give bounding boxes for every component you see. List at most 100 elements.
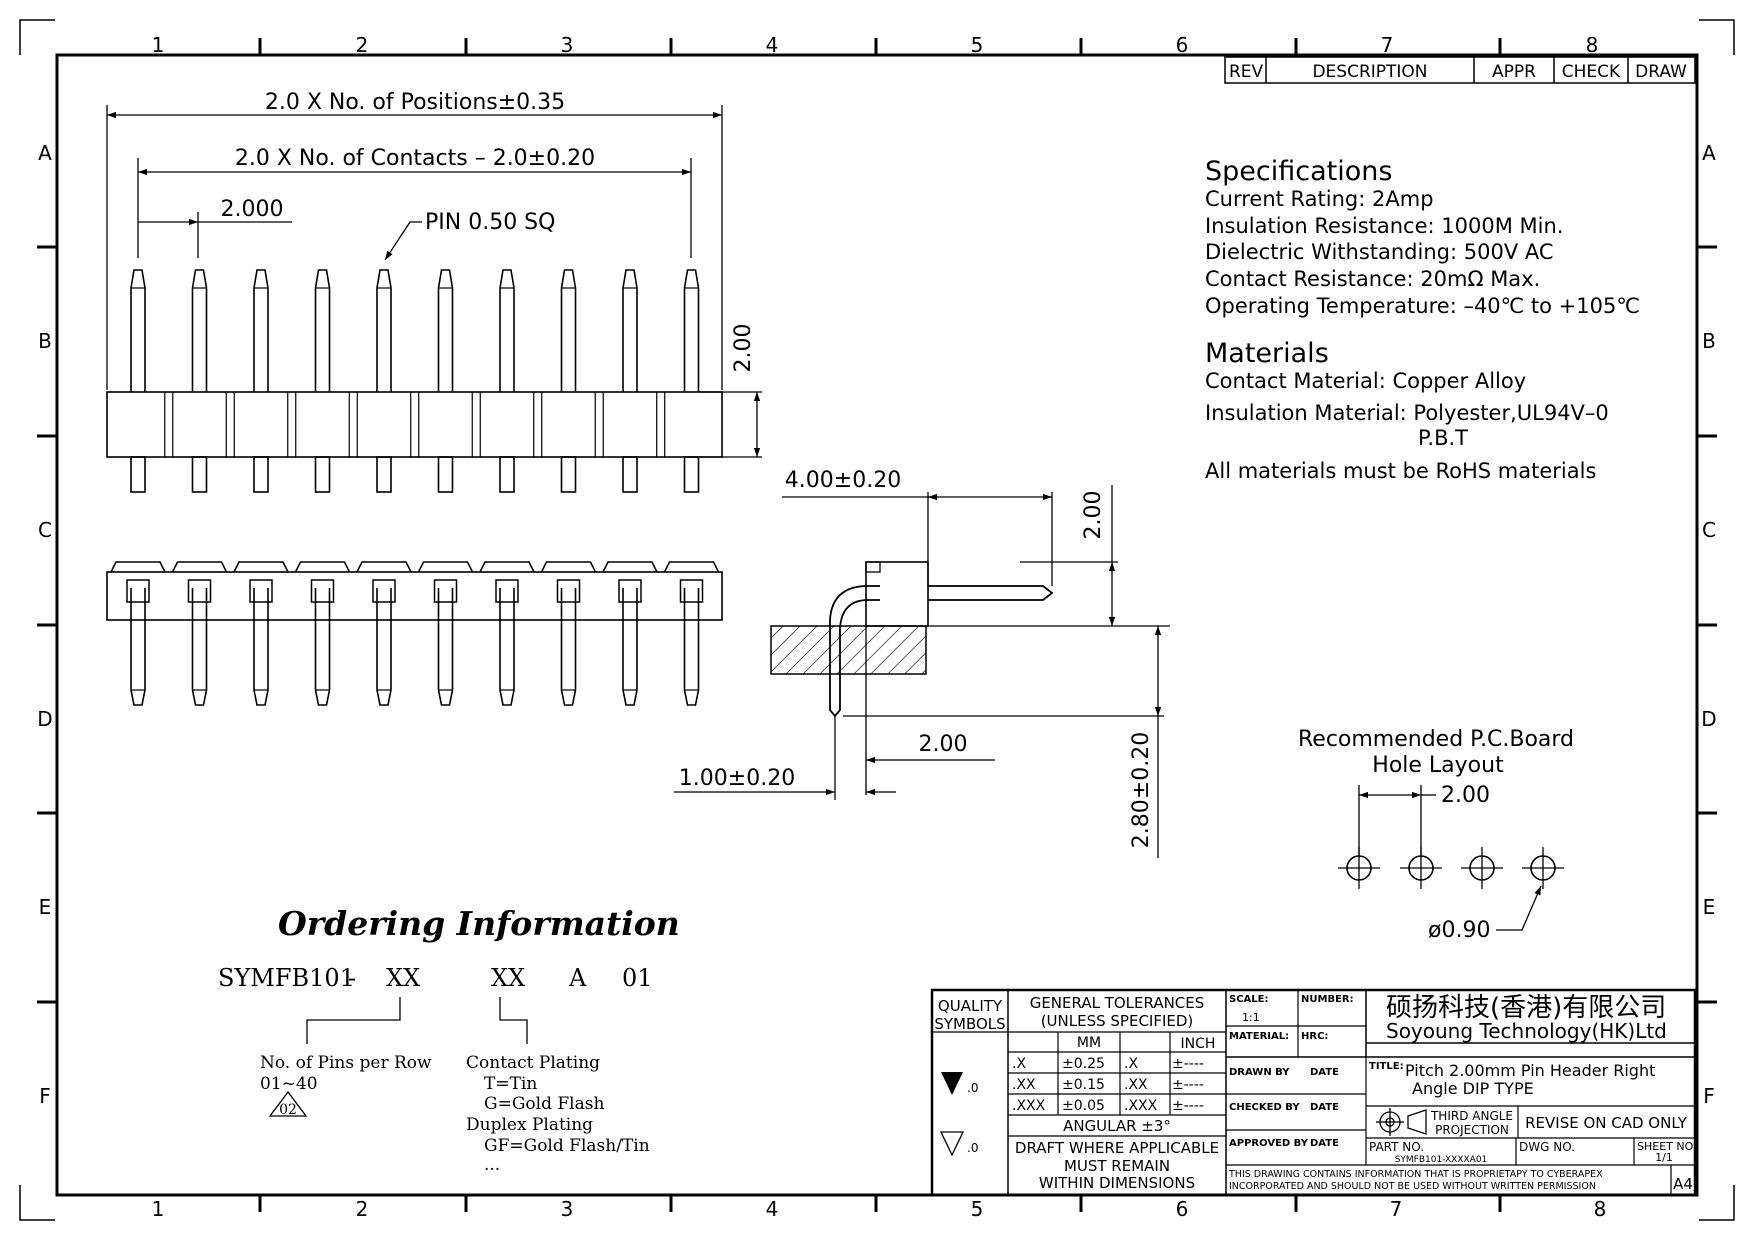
pcb-hole-crosshair [1522, 847, 1564, 889]
zone-col-4: 4 [766, 1197, 779, 1221]
zone-row-b: B [38, 329, 52, 353]
side-height-dimension: 2.00 [1081, 491, 1106, 540]
front-pin-tail [622, 456, 638, 493]
order-code-type: A [568, 964, 587, 992]
pin-cavity [618, 579, 642, 603]
zone-col-3: 3 [561, 33, 574, 57]
tol-row-3-decimal: .XXX [1012, 1098, 1046, 1114]
spec-dielectric: Dielectric Withstanding: 500V AC [1205, 240, 1554, 264]
inch-header: INCH [1181, 1036, 1216, 1052]
housing-cell-top [540, 561, 597, 573]
front-pin-tail [130, 456, 146, 493]
housing-cell-top [602, 561, 658, 573]
tol-row-3-decimal-inch: .XXX [1124, 1098, 1158, 1114]
quality-label-1: QUALITY [938, 997, 1003, 1015]
rohs-note: All materials must be RoHS materials [1205, 459, 1596, 483]
front-pin-upper [437, 269, 454, 392]
specifications: Specifications Current Rating: 2Amp Insu… [1205, 156, 1640, 483]
angular-tolerance: ANGULAR ±3° [1063, 1117, 1171, 1135]
front-pin-tail [499, 456, 515, 493]
front-pin-upper [314, 269, 331, 392]
ordering-heading: Ordering Information [278, 904, 680, 943]
spec-current-rating: Current Rating: 2Amp [1205, 187, 1434, 211]
bottom-pins [110, 561, 720, 706]
scale-value: 1:1 [1242, 1011, 1260, 1024]
front-pin-tail [314, 456, 331, 493]
housing-divider [348, 392, 358, 457]
sheet-no-value: 1/1 [1655, 1151, 1673, 1164]
pcb-hole-crosshair [1461, 847, 1503, 889]
tol-row-2-mm: ±0.15 [1062, 1077, 1105, 1093]
tol-row-1-decimal-inch: .X [1124, 1056, 1138, 1072]
positions-dimension: 2.0 X No. of Positions±0.35 [265, 90, 565, 115]
bottom-pin [191, 588, 208, 706]
tol-row-2-decimal: .XX [1012, 1077, 1036, 1093]
housing-divider [594, 392, 604, 457]
zone-col-7: 7 [1381, 33, 1394, 57]
zone-col-7: 7 [1390, 1197, 1403, 1221]
insulation-material-alt: P.B.T [1418, 426, 1468, 450]
housing-front [106, 391, 723, 458]
projection-label-2: PROJECTION [1435, 1123, 1509, 1137]
revision-block: REV DESCRIPTION APPR CHECK DRAW [1224, 56, 1696, 84]
zone-col-1: 1 [152, 1197, 165, 1221]
pcb-hole-crosshair [1338, 847, 1380, 889]
pin-cavity [679, 579, 704, 603]
ordering-information: Ordering Information SYMFB101 - XX XX A … [218, 904, 680, 1175]
body-height-dimension: 2.00 [731, 324, 756, 373]
order-code-base: SYMFB101 [218, 964, 355, 992]
plating-line-5: GF=Gold Flash/Tin [484, 1136, 650, 1156]
front-pin-upper [191, 269, 208, 392]
pcb-layout-subtitle: Hole Layout [1372, 753, 1504, 778]
order-code-suffix: 01 [622, 964, 653, 992]
pins-example: 02 [279, 1102, 297, 1118]
housing-cell-top [171, 561, 228, 573]
paper-size: A4 [1673, 1175, 1693, 1193]
proprietary-notice-1: THIS DRAWING CONTAINS INFORMATION THAT I… [1228, 1169, 1603, 1180]
draft-note-3: WITHIN DIMENSIONS [1039, 1174, 1195, 1192]
front-pin-upper [376, 269, 392, 392]
tol-row-3-mm: ±0.05 [1062, 1098, 1105, 1114]
zone-row-labels: A B C D E F A B C D E F [37, 141, 1716, 1108]
pin-cavity [372, 579, 396, 603]
pin-cavity [495, 579, 519, 603]
zone-column-labels-bottom: 1 2 3 4 5 6 7 8 [152, 1197, 1607, 1221]
drawing-title-2: Angle DIP TYPE [1412, 1079, 1534, 1098]
zone-row-f: F [1703, 1084, 1715, 1108]
sheet-border [19, 19, 1735, 1221]
spec-contact-resistance: Contact Resistance: 20mΩ Max. [1205, 267, 1540, 291]
specifications-heading: Specifications [1205, 156, 1392, 187]
bottom-pin [683, 588, 700, 706]
housing-divider [656, 392, 666, 457]
spec-insulation-resistance: Insulation Resistance: 1000M Min. [1205, 214, 1563, 238]
scale-label: SCALE: [1229, 994, 1268, 1005]
housing-divider [287, 392, 297, 457]
company-name-en: Soyoung Technology(HK)Ltd [1386, 1019, 1667, 1043]
pcb-hole-crosshair [1400, 847, 1442, 889]
housing-side [865, 561, 929, 627]
housing-bottom [106, 571, 723, 621]
bottom-pin [560, 588, 577, 706]
quality-label-2: SYMBOLS [934, 1015, 1005, 1033]
order-code-pins: XX [386, 964, 420, 992]
zone-row-d: D [1701, 707, 1716, 731]
front-pin-tail [683, 456, 700, 493]
housing-divider [533, 392, 543, 457]
zone-row-e: E [1703, 895, 1716, 919]
housing-cell-top [417, 561, 474, 573]
front-pin-tail [253, 456, 269, 493]
zone-col-6: 6 [1176, 1197, 1189, 1221]
zone-col-8: 8 [1594, 1197, 1607, 1221]
zone-col-2: 2 [356, 33, 369, 57]
approved-date-label: DATE [1310, 1138, 1339, 1149]
tol-row-2-inch: ±---- [1172, 1077, 1204, 1093]
front-pin-tail [560, 456, 577, 493]
dwg-no-label: DWG NO. [1519, 1140, 1575, 1154]
title-block: QUALITY SYMBOLS .0 .0 GENERAL TOLERANCES… [930, 988, 1696, 1197]
tol-row-1-decimal: .X [1012, 1056, 1026, 1072]
order-code-plating: XX [491, 964, 525, 992]
rev-header: REV [1229, 62, 1264, 82]
front-pin-upper [499, 269, 515, 392]
drawn-by-label: DRAWN BY [1229, 1067, 1290, 1078]
pin-size-callout: PIN 0.50 SQ [425, 210, 555, 235]
